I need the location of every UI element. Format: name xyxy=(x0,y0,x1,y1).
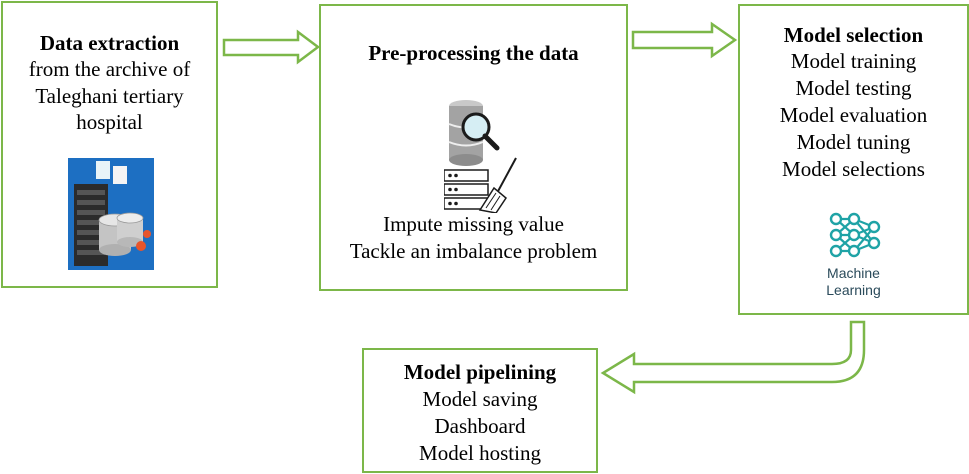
model-selection-box: Model selection Model training Model tes… xyxy=(738,4,969,315)
model-pipelining-title: Model pipelining xyxy=(403,360,557,384)
data-extraction-box: Data extraction from the archive of Tale… xyxy=(1,1,218,288)
data-extraction-line-3: hospital xyxy=(76,110,143,134)
data-extraction-title: Data extraction xyxy=(39,31,180,55)
preprocessing-box: Pre-processing the data Impute missing v… xyxy=(319,4,628,291)
model-selection-line-1: Model training xyxy=(790,49,917,73)
model-selection-line-4: Model tuning xyxy=(796,130,911,154)
model-pipelining-line-2: Dashboard xyxy=(434,414,526,438)
preprocessing-title: Pre-processing the data xyxy=(368,41,579,65)
model-selection-title: Model selection xyxy=(783,23,924,47)
arrow-selection-to-pipelining xyxy=(600,320,866,395)
data-extraction-line-2: Taleghani tertiary xyxy=(35,83,184,108)
model-pipelining-line-1: Model saving xyxy=(422,387,538,411)
model-selection-line-5: Model selections xyxy=(782,157,925,181)
model-selection-line-3: Model evaluation xyxy=(779,103,928,127)
model-pipelining-box: Model pipelining Model saving Dashboard … xyxy=(362,348,598,473)
preprocessing-line-2: Tackle an imbalance problem xyxy=(349,238,598,263)
arrow-preprocessing-to-selection xyxy=(631,21,738,59)
machine-learning-label-2: Learning xyxy=(826,282,881,298)
machine-learning-network-icon xyxy=(829,212,881,258)
model-pipelining-line-3: Model hosting xyxy=(419,441,541,465)
model-selection-line-2: Model testing xyxy=(795,76,912,100)
data-extraction-line-1: from the archive of xyxy=(28,57,191,81)
database-search-cleanup-icon xyxy=(444,100,517,213)
preprocessing-line-1: Impute missing value xyxy=(383,212,564,236)
server-database-icon xyxy=(68,158,154,270)
arrow-extraction-to-preprocessing xyxy=(222,29,321,65)
machine-learning-label-1: Machine xyxy=(827,265,880,281)
